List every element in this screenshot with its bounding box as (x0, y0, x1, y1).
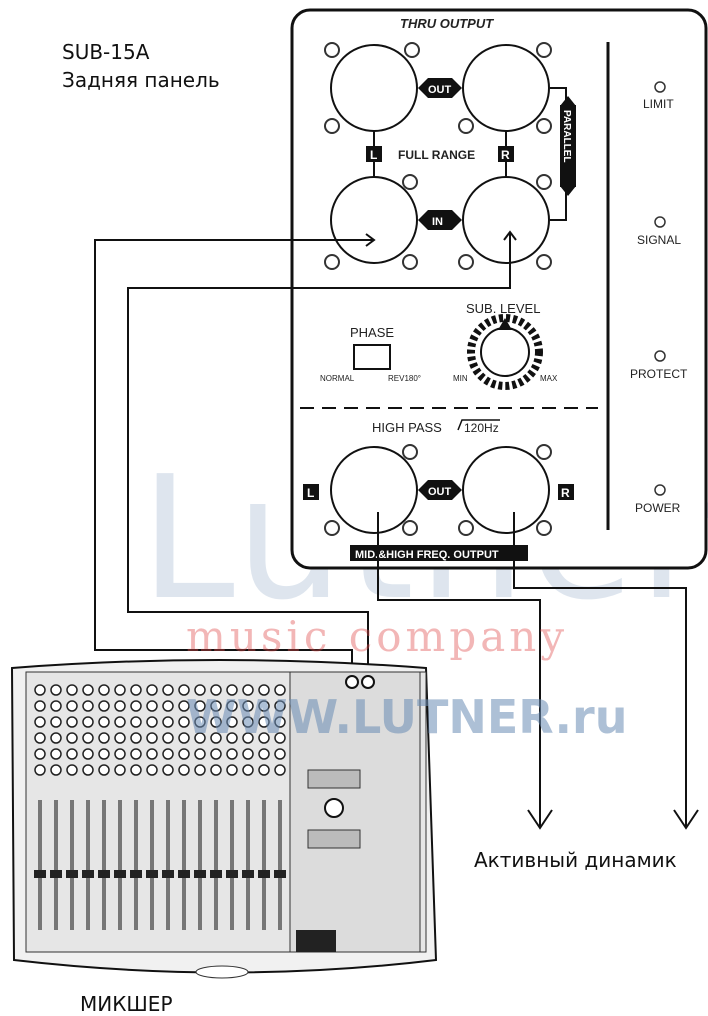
full-range-row: L R FULL RANGE (366, 131, 514, 180)
parallel-link: PARALLEL (550, 87, 576, 221)
mixer-channel-strip (194, 684, 206, 930)
svg-text:MID.&HIGH FREQ. OUTPUT: MID.&HIGH FREQ. OUTPUT (355, 549, 499, 561)
mixer-channel-strip (34, 684, 46, 930)
mixer-channel-strip (98, 684, 110, 930)
mixer-channel-strip (82, 684, 94, 930)
mixer-channel-strip (210, 684, 222, 930)
out-arrow-label: OUT (418, 78, 462, 98)
mixer-channel-strip (274, 684, 286, 930)
mixer-channel-strip (146, 684, 158, 930)
mixer-channel-strip (258, 684, 270, 930)
svg-text:LIMIT: LIMIT (643, 97, 674, 111)
svg-text:HIGH PASS: HIGH PASS (372, 420, 442, 435)
mixer-channel-strip (242, 684, 254, 930)
mixer-channel-strip (178, 684, 190, 930)
svg-text:R: R (561, 486, 570, 500)
mid-high-output-label: MID.&HIGH FREQ. OUTPUT (350, 545, 528, 561)
svg-text:MAX: MAX (540, 374, 558, 383)
svg-text:SIGNAL: SIGNAL (637, 233, 681, 247)
mixer-channel-strip (66, 684, 78, 930)
full-range-label: FULL RANGE (398, 148, 475, 162)
mixer-channel-strip (114, 684, 126, 930)
svg-text:REV180°: REV180° (388, 374, 421, 383)
mixer-label: МИКШЕР (80, 992, 173, 1016)
mixer-channel-strip (162, 684, 174, 930)
svg-text:L: L (307, 486, 314, 500)
indicator-limit: LIMIT (643, 81, 674, 111)
svg-text:SUB. LEVEL: SUB. LEVEL (466, 301, 540, 316)
in-arrow-label: IN (418, 210, 462, 230)
svg-text:PHASE: PHASE (350, 325, 394, 340)
phase-switch: PHASE NORMAL REV180° (320, 325, 421, 383)
mid-out-arrow-label: OUT (418, 480, 462, 500)
thru-output-label: THRU OUTPUT (400, 16, 494, 31)
svg-text:120Hz: 120Hz (464, 421, 499, 435)
svg-text:MIN: MIN (453, 374, 468, 383)
svg-text:OUT: OUT (428, 84, 452, 96)
svg-text:POWER: POWER (635, 501, 681, 515)
mixer-channel-strip (130, 684, 142, 930)
device-subtitle: Задняя панель (62, 68, 220, 92)
svg-text:OUT: OUT (428, 486, 452, 498)
cable-out-to-speaker-left (377, 512, 553, 830)
mixer-channel-strip (226, 684, 238, 930)
svg-text:IN: IN (432, 216, 443, 228)
xlr-in-left (324, 174, 418, 270)
indicator-signal: SIGNAL (637, 216, 681, 247)
cable-out-to-speaker-right (513, 512, 699, 830)
sub-level-knob: SUB. LEVEL MIN MAX (453, 301, 558, 390)
mixer-channel-strip (50, 684, 62, 930)
indicator-power: POWER (635, 484, 681, 515)
high-pass-label: HIGH PASS 120Hz (372, 419, 500, 435)
xlr-in-right (458, 174, 552, 270)
xlr-mid-high-right (458, 444, 552, 536)
xlr-out-left (324, 42, 420, 134)
svg-text:R: R (501, 148, 510, 162)
indicator-protect: PROTECT (630, 350, 688, 381)
cable-mixer-to-in-left (94, 233, 376, 680)
xlr-out-right (458, 42, 552, 134)
active-speaker-label: Активный динамик (474, 848, 677, 872)
svg-text:L: L (370, 148, 377, 162)
xlr-mid-high-left (324, 444, 418, 536)
mixer (10, 659, 438, 979)
device-model: SUB-15A (62, 40, 150, 64)
svg-text:PROTECT: PROTECT (630, 367, 688, 381)
svg-text:PARALLEL: PARALLEL (561, 110, 572, 163)
cable-mixer-to-in-right (127, 230, 517, 680)
svg-text:NORMAL: NORMAL (320, 374, 355, 383)
